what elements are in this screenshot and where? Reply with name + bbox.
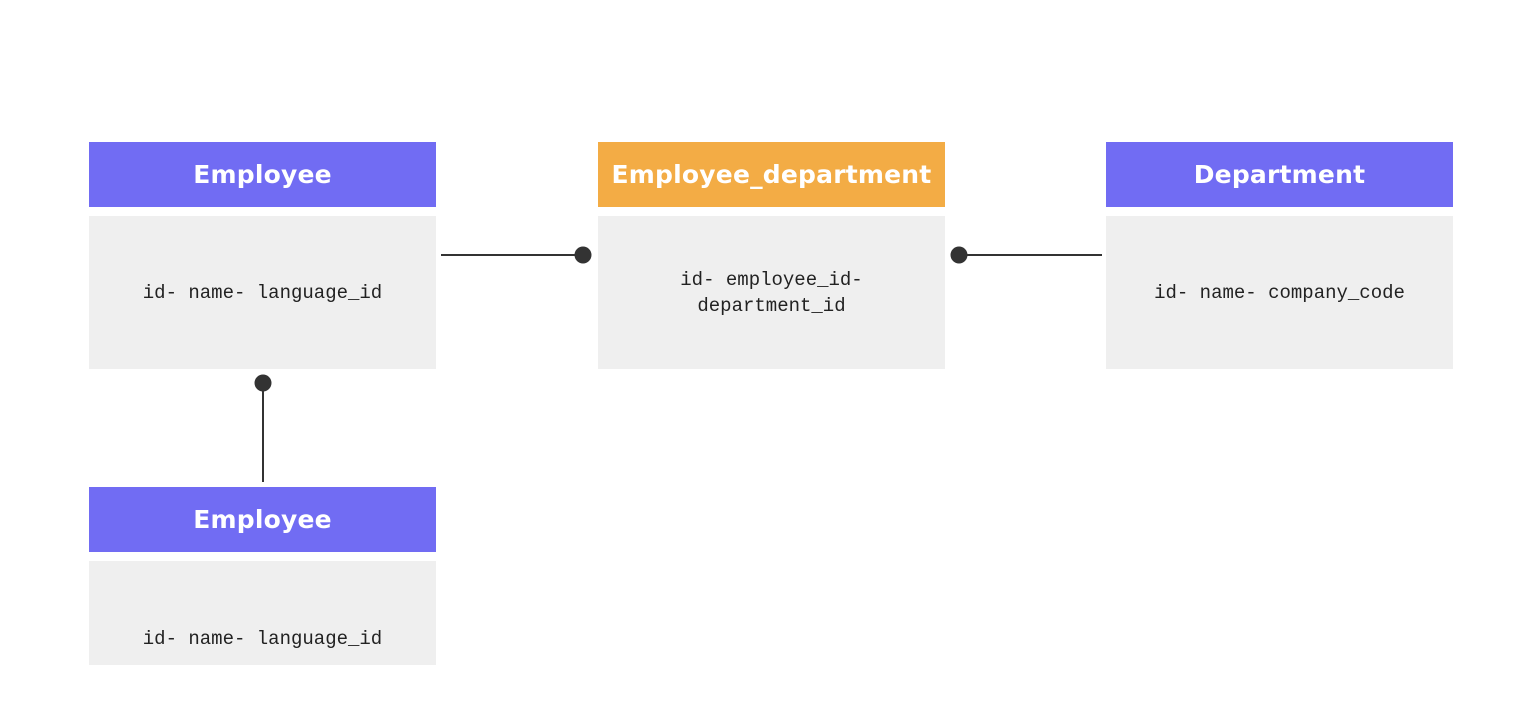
relationship-employee-to-employee-department: [441, 246, 592, 264]
entity-fields: id- name- company_code: [1106, 216, 1453, 369]
entity-title: Department: [1106, 142, 1453, 207]
entity-fields: id- employee_id- department_id: [598, 216, 945, 369]
entity-fields: id- name- language_id: [89, 561, 436, 665]
connector-endpoint-dot: [574, 246, 592, 264]
entity-employee-department[interactable]: Employee_department id- employee_id- dep…: [598, 142, 945, 369]
relationship-department-to-employee-department: [950, 246, 1102, 264]
entity-department[interactable]: Department id- name- company_code: [1106, 142, 1453, 369]
entity-title: Employee_department: [598, 142, 945, 207]
entity-employee-bottom[interactable]: Employee id- name- language_id: [89, 487, 436, 665]
entity-fields: id- name- language_id: [89, 216, 436, 369]
connector-endpoint-dot: [254, 374, 272, 392]
relationship-employee-to-employee: [254, 374, 272, 482]
entity-title: Employee: [89, 142, 436, 207]
connector-endpoint-dot: [950, 246, 968, 264]
entity-employee-top[interactable]: Employee id- name- language_id: [89, 142, 436, 369]
entity-title: Employee: [89, 487, 436, 552]
